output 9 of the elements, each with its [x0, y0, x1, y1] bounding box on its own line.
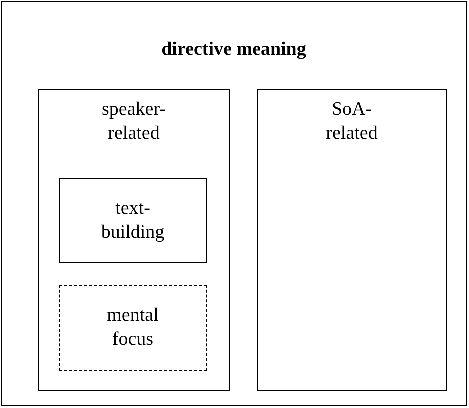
box-label: text-building [100, 196, 166, 244]
category-box [257, 89, 447, 391]
category-box [38, 89, 230, 391]
box-heading: directive meaning [162, 38, 306, 62]
subcategory-box [59, 178, 207, 263]
dashed-subcategory-box [59, 285, 207, 371]
box-label: SoA-related [325, 98, 379, 146]
box-label: mental focus [106, 304, 160, 352]
box-label: speaker-related [101, 98, 167, 146]
